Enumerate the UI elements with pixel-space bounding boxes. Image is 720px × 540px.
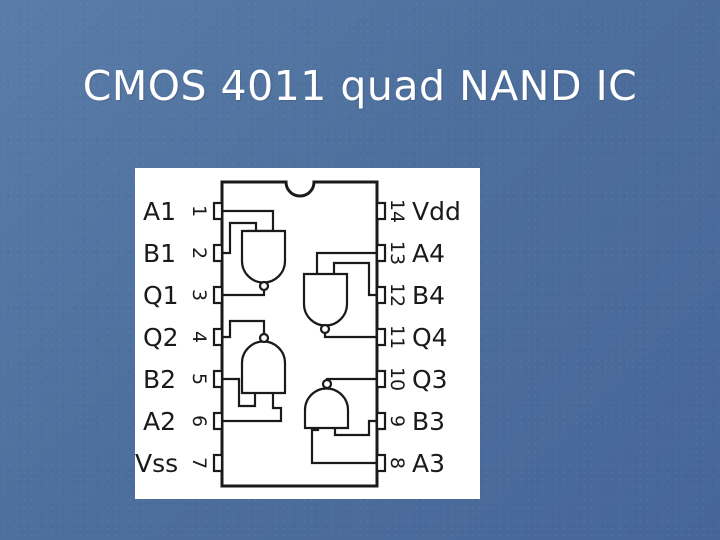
pin-number-7: 7 (188, 457, 210, 469)
wire-a3 (310, 428, 377, 465)
nand-gate-4-bubble (319, 323, 331, 335)
nand-gate-1-bubble (258, 280, 270, 292)
pin-12 (375, 285, 387, 305)
pin-label-a1: A1 (143, 197, 176, 226)
slide-title: CMOS 4011 quad NAND IC (82, 62, 638, 110)
pin-label-a3: A3 (412, 449, 445, 478)
pin-label-q4: Q4 (412, 323, 448, 352)
pin-number-13: 13 (386, 241, 408, 265)
pin-label-vss: Vss (135, 449, 178, 478)
pin-6 (212, 411, 224, 431)
wire-q1 (222, 290, 266, 297)
pin-13 (375, 243, 387, 263)
pin-label-vdd: Vdd (412, 197, 461, 226)
nand-gate-3-bubble (321, 378, 333, 390)
pin-label-b4: B4 (412, 281, 445, 310)
pin-label-q3: Q3 (412, 365, 448, 394)
pin-label-q1: Q1 (143, 281, 179, 310)
pin-number-8: 8 (386, 457, 408, 469)
pin-5 (212, 369, 224, 389)
pin-7 (212, 453, 224, 473)
wire-a4 (315, 251, 377, 274)
pin-label-a2: A2 (143, 407, 176, 436)
pin-label-b1: B1 (143, 239, 176, 268)
pin-10 (375, 369, 387, 389)
pin-number-6: 6 (188, 415, 210, 427)
pin-number-2: 2 (188, 247, 210, 259)
pin-1 (212, 201, 224, 221)
nand-gate-2-bubble (258, 332, 270, 344)
nand-gate-1-icon (240, 229, 287, 284)
pin-2 (212, 243, 224, 263)
pinout-svg: A1 B1 Q1 Q2 B2 A2 Vss Vdd A4 B4 Q4 Q3 B3… (135, 180, 461, 488)
pin-label-a4: A4 (412, 239, 445, 268)
nand-gate-2-icon (240, 340, 287, 395)
pin-number-1: 1 (188, 205, 210, 217)
pin-number-4: 4 (188, 331, 210, 343)
pin-8 (375, 453, 387, 473)
pin-number-9: 9 (386, 415, 408, 427)
pin-number-11: 11 (386, 325, 408, 349)
wire-q2 (222, 319, 266, 339)
pin-number-14: 14 (386, 199, 408, 223)
pin-9 (375, 411, 387, 431)
ic-body (220, 180, 379, 488)
wire-b3 (333, 419, 377, 437)
wire-b2 (222, 377, 257, 408)
pin-label-q2: Q2 (143, 323, 179, 352)
pin-label-b2: B2 (143, 365, 176, 394)
pin-14 (375, 201, 387, 221)
wire-a2 (222, 393, 283, 423)
wire-b1 (222, 221, 258, 255)
pin-number-5: 5 (188, 373, 210, 385)
pin-number-3: 3 (188, 289, 210, 301)
pin-number-12: 12 (386, 283, 408, 307)
nand-gate-3-icon (303, 387, 350, 430)
wire-b4 (332, 261, 377, 297)
pin-4 (212, 327, 224, 347)
pin-3 (212, 285, 224, 305)
pin-11 (375, 327, 387, 347)
pin-number-10: 10 (386, 367, 408, 391)
nand-gate-4-icon (302, 272, 349, 327)
pin-label-b3: B3 (412, 407, 445, 436)
ic-pinout-diagram: A1 B1 Q1 Q2 B2 A2 Vss Vdd A4 B4 Q4 Q3 B3… (135, 168, 480, 499)
